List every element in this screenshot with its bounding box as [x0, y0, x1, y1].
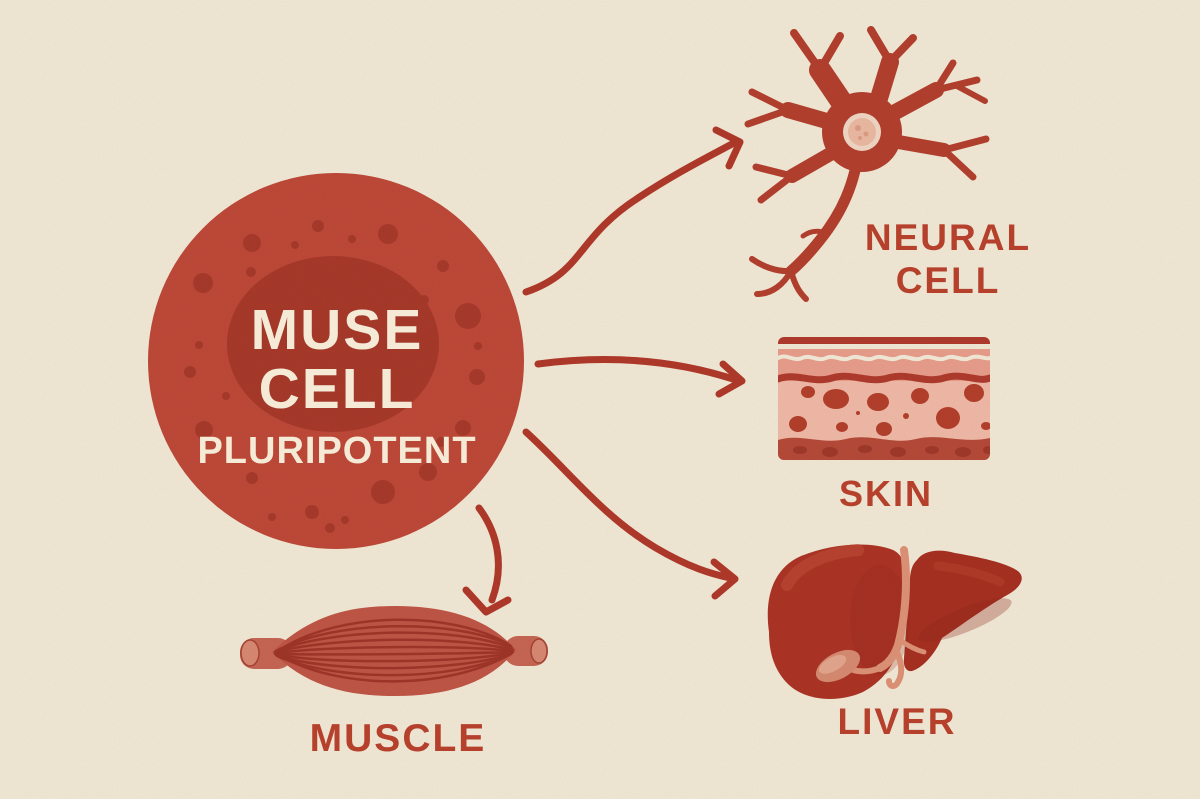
muse-cell-title-line2: CELL	[258, 357, 416, 421]
label-liver: LIVER	[837, 701, 957, 742]
label-muscle: MUSCLE	[309, 717, 487, 760]
label-neural-cell: NEURAL CELL	[864, 217, 1032, 301]
muse-cell-title-line1: MUSE	[250, 298, 424, 362]
label-skin: SKIN	[838, 473, 933, 514]
muse-cell-subtitle: PLURIPOTENT	[197, 430, 477, 472]
